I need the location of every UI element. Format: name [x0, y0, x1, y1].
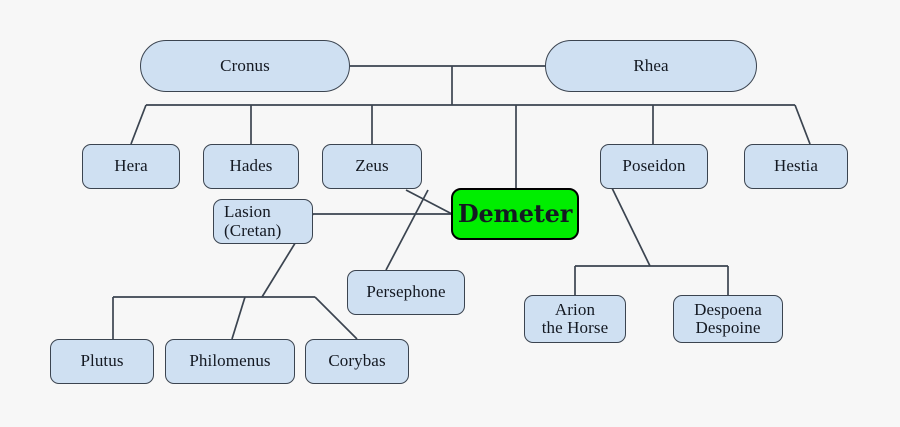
node-rhea-label: Rhea — [633, 55, 669, 75]
node-poseidon-label: Poseidon — [622, 156, 686, 176]
node-lasion[interactable]: Lasion (Cretan) — [213, 199, 313, 244]
node-plutus-label: Plutus — [80, 351, 124, 371]
node-demeter[interactable]: Demeter — [451, 188, 579, 240]
edge-zeus-persephone — [385, 189, 429, 271]
edge-bus-philomenus — [231, 296, 246, 340]
node-cronus-label: Cronus — [220, 55, 270, 75]
edge-poseidon-children — [611, 187, 651, 267]
node-hades[interactable]: Hades — [203, 144, 299, 189]
node-corybas[interactable]: Corybas — [305, 339, 409, 384]
node-hera-label: Hera — [114, 156, 148, 176]
node-hades-label: Hades — [229, 156, 273, 176]
node-hera[interactable]: Hera — [82, 144, 180, 189]
node-philomenus-label: Philomenus — [189, 351, 271, 371]
node-arion-label: Arion the Horse — [541, 299, 609, 337]
edge-bus-hestia — [794, 104, 811, 145]
node-zeus-label: Zeus — [355, 156, 389, 176]
edge-bus-corybas — [314, 296, 358, 340]
edge-zeus-demeter — [405, 189, 453, 215]
node-cronus[interactable]: Cronus — [140, 40, 350, 92]
node-hestia-label: Hestia — [773, 156, 819, 176]
node-poseidon[interactable]: Poseidon — [600, 144, 708, 189]
node-persephone-label: Persephone — [366, 282, 446, 302]
node-rhea[interactable]: Rhea — [545, 40, 757, 92]
node-demeter-label: Demeter — [457, 199, 573, 229]
node-corybas-label: Corybas — [328, 351, 386, 371]
node-zeus[interactable]: Zeus — [322, 144, 422, 189]
node-despoena[interactable]: Despoena Despoine — [673, 295, 783, 343]
node-despoena-label: Despoena Despoine — [694, 299, 762, 337]
edge-bus-hera — [130, 104, 147, 145]
node-plutus[interactable]: Plutus — [50, 339, 154, 384]
node-lasion-label: Lasion (Cretan) — [224, 202, 282, 240]
node-persephone[interactable]: Persephone — [347, 270, 465, 315]
node-arion[interactable]: Arion the Horse — [524, 295, 626, 343]
node-philomenus[interactable]: Philomenus — [165, 339, 295, 384]
node-hestia[interactable]: Hestia — [744, 144, 848, 189]
